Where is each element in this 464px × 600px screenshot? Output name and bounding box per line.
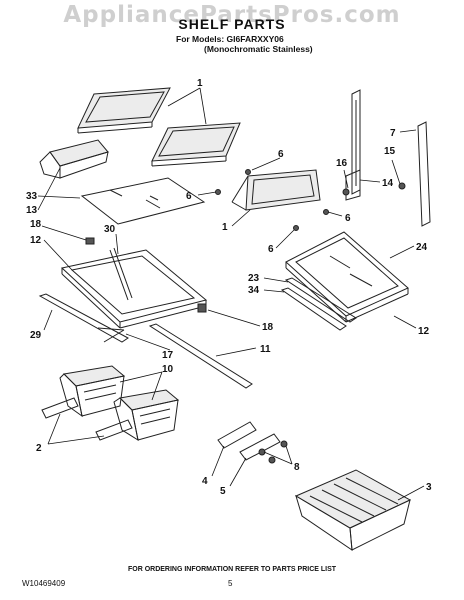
callout-15: 15: [384, 146, 396, 157]
callout-23: 23: [248, 273, 260, 284]
callout-numbers: 1 6 6 6 6 1 7 15 16 14 33 13 18 12 30 24…: [26, 78, 432, 497]
callout-18-right: 18: [262, 322, 274, 333]
shelf-upper-middle: [151, 122, 241, 167]
callout-11: 11: [260, 344, 271, 355]
drawer-slide-assembly: [217, 421, 288, 464]
trim-strip-long: [148, 323, 253, 389]
watermark: AppliancePartsPros.com: [63, 2, 401, 28]
callout-29: 29: [30, 330, 42, 341]
callout-13: 13: [26, 205, 38, 216]
model-info: For Models: GI6FARXXY06 (Monochromatic S…: [176, 34, 313, 54]
callout-8: 8: [294, 462, 300, 473]
callout-2: 2: [36, 443, 42, 454]
callout-14: 14: [382, 178, 394, 189]
freezer-basket: [294, 469, 412, 552]
shelf-small-right: [215, 169, 329, 231]
drawer-trim-upper: [41, 397, 79, 419]
callout-6-left: 6: [186, 191, 192, 202]
leader-lines: [37, 87, 425, 501]
small-bin: [39, 139, 109, 179]
models-line-1: For Models: GI6FARXXY06: [176, 34, 284, 44]
trim-strips-right: [280, 277, 357, 331]
callout-7: 7: [390, 128, 396, 139]
shelf-upper-left: [77, 87, 171, 134]
callout-6-right: 6: [345, 213, 351, 224]
callout-33: 33: [26, 191, 38, 202]
callout-34: 34: [248, 285, 260, 296]
callout-10: 10: [162, 364, 174, 375]
callout-12-right: 12: [418, 326, 430, 337]
callout-17: 17: [162, 350, 174, 361]
trim-strip-right: [398, 121, 431, 227]
trim-strip-left: [38, 293, 129, 343]
glass-panel: [80, 177, 206, 225]
callout-5: 5: [220, 486, 226, 497]
drawer-trim-lower: [95, 419, 133, 441]
callout-3: 3: [426, 482, 432, 493]
callout-24: 24: [416, 242, 428, 253]
ordering-info: FOR ORDERING INFORMATION REFER TO PARTS …: [127, 566, 337, 573]
page-number: 5: [228, 579, 233, 588]
callout-18-left: 18: [30, 219, 42, 230]
document-number: W10469409: [22, 579, 66, 588]
shelf-frame-left: [60, 237, 208, 343]
models-line-2: (Monochromatic Stainless): [204, 44, 313, 54]
callout-12-left: 12: [30, 235, 42, 246]
page-title: SHELF PARTS: [178, 16, 286, 32]
callout-1-right: 1: [222, 222, 228, 233]
callout-6-bottom: 6: [268, 244, 274, 255]
callout-4: 4: [202, 476, 208, 487]
crisper-drawer-lower: [113, 389, 180, 442]
vertical-rail: [342, 89, 361, 201]
callout-1-upper: 1: [197, 78, 203, 89]
crisper-drawer-upper: [59, 365, 126, 418]
callout-6-top: 6: [278, 149, 284, 160]
shelf-frame-right: [285, 231, 409, 323]
callout-16: 16: [336, 158, 348, 169]
callout-30: 30: [104, 224, 116, 235]
